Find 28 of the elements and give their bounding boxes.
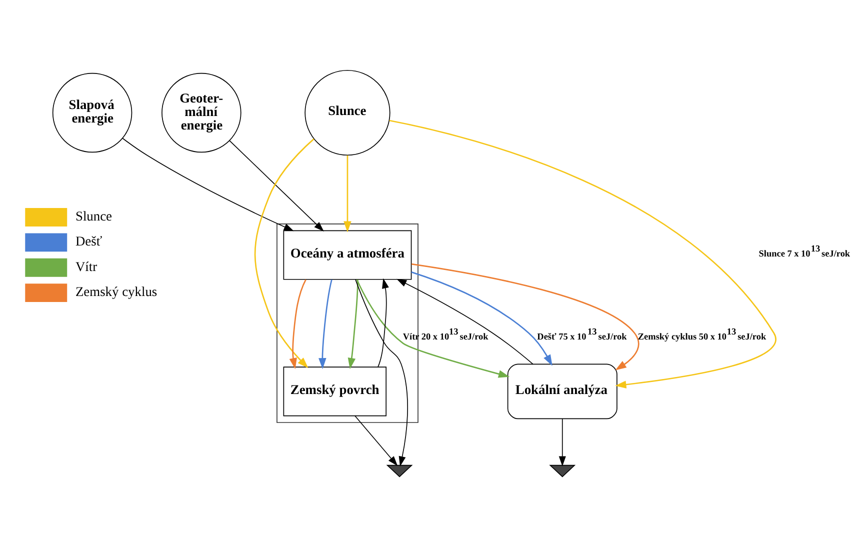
node-box: Zemský povrch — [283, 366, 386, 416]
node-box: Lokální analýza — [507, 363, 618, 419]
arrow — [344, 154, 352, 232]
arrow — [355, 278, 408, 466]
arrow — [354, 414, 398, 466]
arrow — [396, 278, 534, 364]
arrow — [558, 418, 566, 466]
legend-label: Dešť — [76, 233, 102, 248]
arrow — [229, 140, 324, 232]
node-circle: Geoter- mální energie — [162, 72, 242, 152]
legend-label: Zemský cyklus — [76, 283, 158, 298]
arrow — [411, 270, 552, 366]
arrow — [289, 278, 306, 369]
arrow — [411, 262, 640, 370]
node-ground — [386, 464, 413, 477]
legend-label: Vítr — [76, 258, 98, 274]
arrow — [348, 279, 358, 369]
arrow — [254, 138, 314, 368]
node-box: Oceány a atmosféra — [283, 230, 412, 280]
arrow — [378, 278, 389, 367]
arrow — [389, 119, 776, 388]
legend-label: Slunce — [76, 208, 112, 223]
node-ground — [549, 464, 576, 477]
node-circle: Slunce — [304, 69, 390, 156]
arrow — [318, 278, 332, 369]
node-circle: Slapová energie — [52, 72, 132, 152]
arrow — [122, 137, 294, 231]
arrow — [356, 278, 510, 378]
